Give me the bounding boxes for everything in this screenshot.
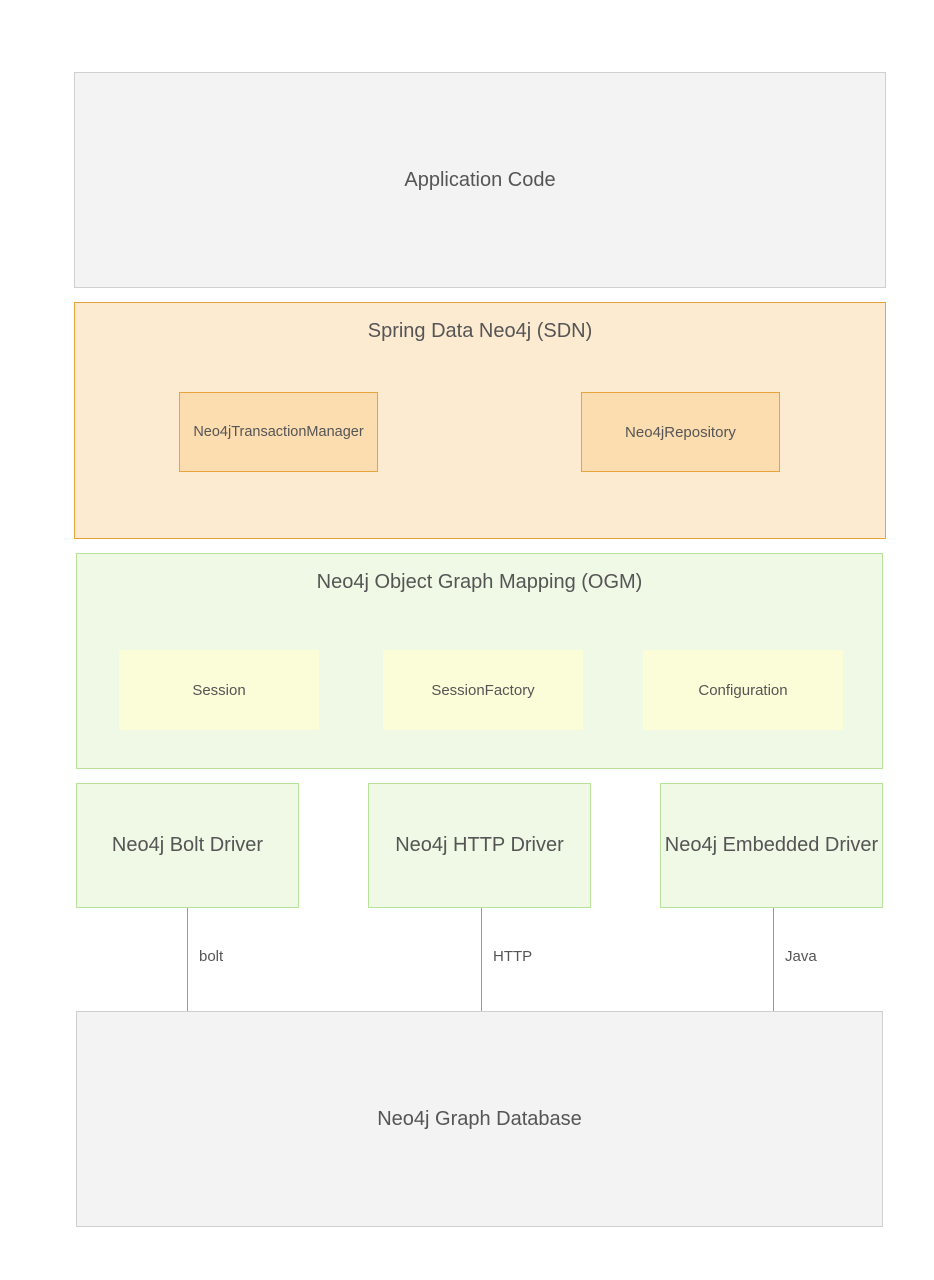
sdn-component-label: Neo4jRepository [625,423,736,441]
ogm-component-session-factory: SessionFactory [383,650,583,730]
application-code-label: Application Code [404,168,556,191]
ogm-title: Neo4j Object Graph Mapping (OGM) [316,571,643,593]
driver-embedded: Neo4j Embedded Driver [660,783,883,908]
driver-label: Neo4j Embedded Driver [664,834,879,856]
driver-bolt: Neo4j Bolt Driver [76,783,299,908]
connector-bolt [187,908,188,1011]
sdn-component-transaction-manager: Neo4jTransactionManager [179,392,378,472]
connector-label-http: HTTP [493,948,533,965]
sdn-layer: Spring Data Neo4j (SDN) Neo4jTransaction… [74,302,886,539]
connector-label-bolt: bolt [199,948,224,965]
driver-http: Neo4j HTTP Driver [368,783,591,908]
ogm-component-session: Session [119,650,319,730]
sdn-title: Spring Data Neo4j (SDN) [367,320,593,342]
sdn-component-label: Neo4jTransactionManager [193,424,364,440]
driver-label: Neo4j HTTP Driver [395,834,564,856]
connector-java [773,908,774,1011]
ogm-component-configuration: Configuration [643,650,843,730]
application-code-layer: Application Code [74,72,886,288]
ogm-component-label: Configuration [698,681,788,699]
graph-database-layer: Neo4j Graph Database [76,1011,883,1227]
ogm-component-label: SessionFactory [431,681,535,699]
ogm-component-label: Session [192,681,246,699]
connector-label-java: Java [785,948,817,965]
sdn-component-repository: Neo4jRepository [581,392,780,472]
connector-http [481,908,482,1011]
ogm-layer: Neo4j Object Graph Mapping (OGM) Session… [76,553,883,769]
graph-database-label: Neo4j Graph Database [377,1107,582,1130]
driver-label: Neo4j Bolt Driver [111,834,264,856]
